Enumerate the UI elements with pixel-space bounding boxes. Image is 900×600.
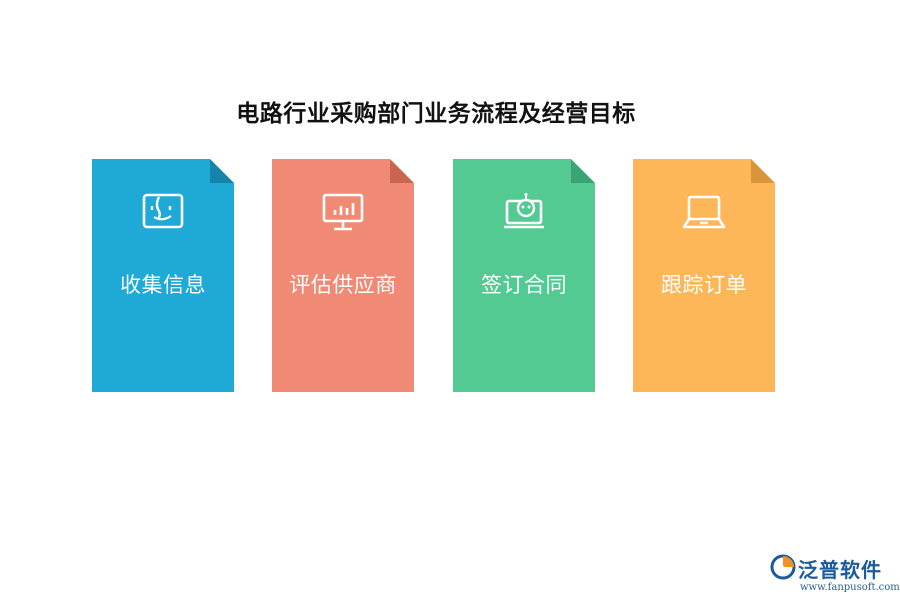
laptop-icon: [633, 191, 775, 233]
card-fold: [390, 159, 414, 183]
step-label: 签订合同: [481, 273, 567, 297]
step-card-evaluate: 评估供应商: [272, 159, 414, 392]
step-label: 收集信息: [120, 273, 206, 297]
card-fold: [571, 159, 595, 183]
card-fold: [751, 159, 775, 183]
face-screen-icon: [92, 191, 234, 233]
brand-mark-icon: [770, 554, 796, 580]
brand-url: www.fanpusoft.com: [800, 582, 900, 593]
step-card-track: 跟踪订单: [633, 159, 775, 392]
step-label: 评估供应商: [289, 273, 397, 297]
laptop-robot-icon: [453, 191, 595, 233]
diagram-title: 电路行业采购部门业务流程及经营目标: [236, 101, 636, 127]
step-card-collect: 收集信息: [92, 159, 234, 392]
step-label: 跟踪订单: [661, 273, 747, 297]
monitor-chart-icon: [272, 191, 414, 233]
brand-logo: 泛普软件 www.fanpusoft.com: [770, 552, 900, 596]
step-card-contract: 签订合同: [453, 159, 595, 392]
brand-name: 泛普软件: [798, 558, 882, 582]
card-fold: [210, 159, 234, 183]
